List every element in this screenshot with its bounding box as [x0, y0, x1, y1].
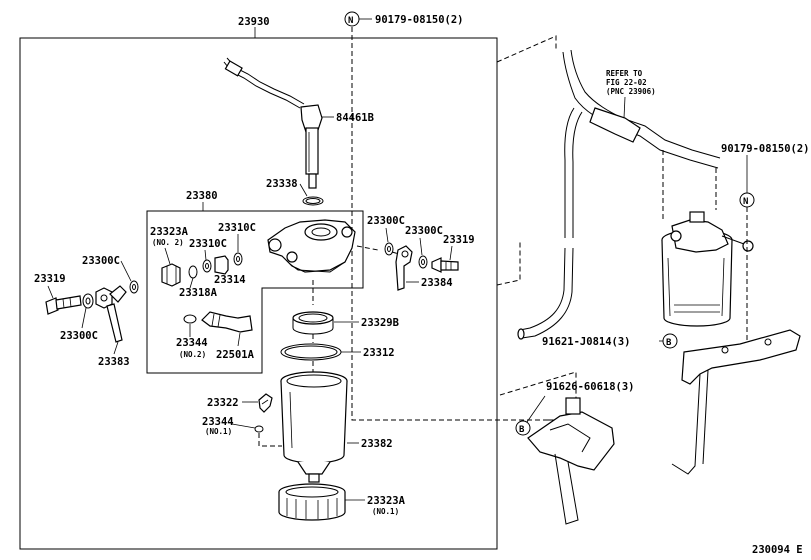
ring-23329b: [292, 311, 334, 335]
label-23323a-no1: 23323A: [367, 495, 406, 507]
washer-23300c-c: [82, 293, 94, 309]
label-23300c-d: 23300C: [82, 255, 120, 267]
plug-23323a-no2: [161, 263, 181, 287]
filter-head: [267, 219, 356, 273]
label-23344-no2: 23344: [176, 337, 208, 349]
bolt-23319-b: [45, 295, 82, 315]
note-refer-3: (PNC 23906): [606, 87, 656, 96]
label-23312: 23312: [363, 347, 395, 359]
marker-b-a: B: [659, 333, 678, 349]
washer-23310c-b: [233, 252, 243, 266]
fuel-hose: [517, 49, 721, 340]
bracket: [671, 329, 801, 475]
svg-text:B: B: [666, 338, 672, 348]
valve-22501a: [201, 311, 253, 333]
oring-23338: [299, 183, 324, 206]
washer-23300c-b: [418, 255, 428, 269]
label-23383: 23383: [98, 356, 130, 368]
label-23319-a: 23319: [443, 234, 475, 246]
marker-b-b: B: [515, 395, 546, 436]
lower-bracket: [527, 397, 615, 525]
label-23323a-no2: 23323A: [150, 226, 189, 238]
label-23322: 23322: [207, 397, 239, 409]
cap-23323a-no1: [278, 483, 346, 521]
gasket-23318a: [188, 265, 198, 279]
label-23310c-b: 23310C: [218, 222, 256, 234]
fitting-23384: [395, 245, 413, 291]
label-23380: 23380: [186, 190, 218, 202]
dash-head-right: [356, 245, 400, 255]
label-23300c-b: 23300C: [405, 225, 443, 237]
note-refer-2: FIG 22-02: [606, 78, 647, 87]
fitting-23383: [95, 285, 127, 343]
svg-text:N: N: [743, 197, 748, 207]
label-23314: 23314: [214, 274, 246, 286]
bolt-23319-a: [431, 257, 459, 273]
label-23329b: 23329B: [361, 317, 399, 329]
label-23310c-a: 23310C: [189, 238, 227, 250]
label-bolt-right: 90179-08150(2): [721, 143, 810, 155]
label-23319-b: 23319: [34, 273, 66, 285]
label-84461b: 84461B: [336, 112, 374, 124]
label-23318a: 23318A: [179, 287, 218, 299]
marker-n-top: N: [344, 11, 372, 27]
label-23344-no1: 23344: [202, 416, 234, 428]
label-bolt-top: 90179-08150(2): [375, 14, 464, 26]
label-23930: 23930: [238, 16, 270, 28]
sensor-84461b: [223, 57, 334, 189]
note-no2-b: (NO.2): [179, 350, 206, 359]
note-refer-1: REFER TO: [606, 69, 643, 78]
plug-23314: [214, 255, 229, 275]
label-23382: 23382: [361, 438, 393, 450]
label-bracket-b: 91626-60618(3): [546, 381, 635, 393]
marker-n-right: N: [739, 155, 755, 340]
frame-23380: [146, 202, 364, 374]
washer-23300c-d: [129, 280, 139, 294]
filter-assembly: [661, 150, 754, 327]
drain-23322: [258, 393, 273, 413]
note-no1-a: (NO.1): [205, 427, 232, 436]
washer-23300c-a: [384, 242, 394, 256]
label-23300c-a: 23300C: [367, 215, 405, 227]
svg-text:N: N: [348, 16, 353, 26]
washer-23310c-a: [202, 259, 212, 273]
svg-text:B: B: [519, 425, 525, 435]
label-23338: 23338: [266, 178, 298, 190]
frame-23930: [19, 27, 498, 550]
bowl-23382: [280, 371, 348, 483]
oring-23344-no1: [254, 425, 264, 433]
dash-bracket: [499, 371, 577, 402]
label-23300c-c: 23300C: [60, 330, 98, 342]
note-no1-b: (NO.1): [372, 507, 399, 516]
note-no2-a: (NO. 2): [152, 238, 184, 247]
oring-23312: [280, 343, 342, 361]
label-bracket-a: 91621-J0814(3): [542, 336, 631, 348]
oring-23344-no2: [183, 314, 197, 324]
label-22501a: 22501A: [216, 349, 255, 361]
label-23384: 23384: [421, 277, 453, 289]
dash-drain: [258, 433, 282, 447]
dash-frame-right: [496, 35, 557, 286]
figure-id: 230094 E: [752, 544, 803, 556]
